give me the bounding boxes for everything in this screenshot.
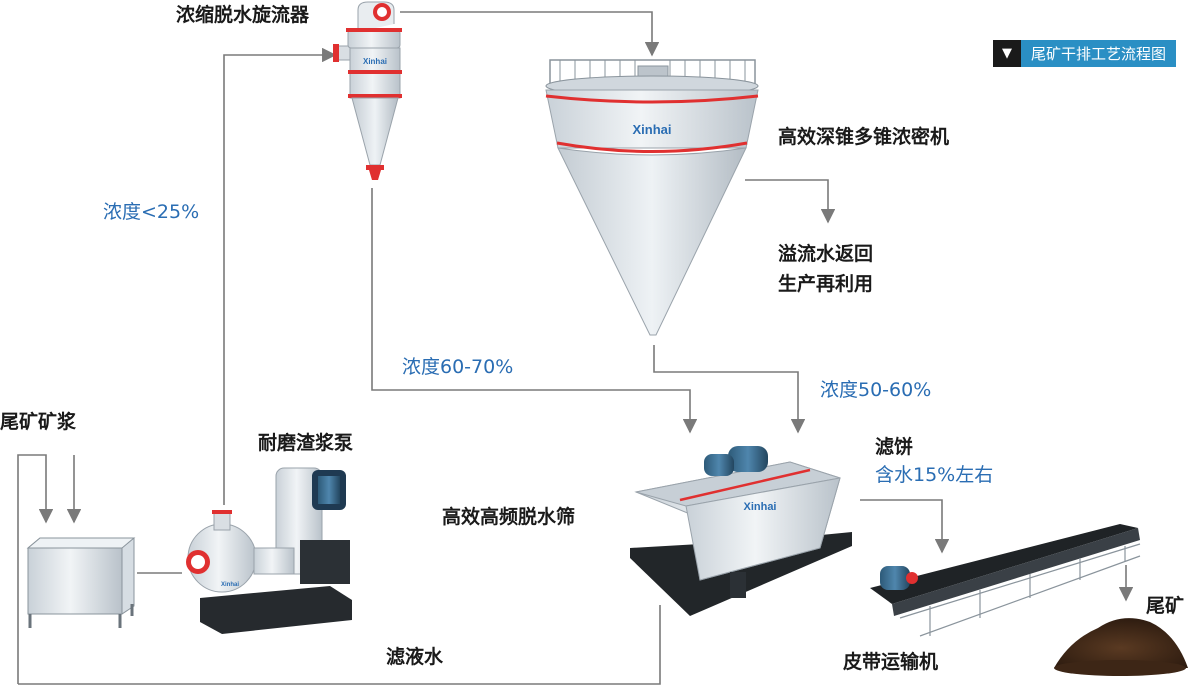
triangle-down-icon: ▼ (993, 40, 1021, 67)
label-filtrate: 滤液水 (386, 646, 444, 668)
slurry-tank-illustration (26, 537, 136, 628)
label-moisture: 含水15%左右 (875, 464, 994, 486)
belt-conveyor-illustration (870, 524, 1141, 637)
label-concentration-50-60: 浓度50-60% (820, 379, 932, 401)
flow-slurry-input-1 (17, 454, 54, 684)
thickener-brand: Xinhai (632, 122, 671, 137)
label-thickener: 高效深锥多锥浓密机 (778, 126, 950, 148)
label-belt-conveyor: 皮带运输机 (843, 651, 939, 673)
diagram-title: 尾矿干排工艺流程图 (1021, 40, 1177, 67)
label-cyclone: 浓缩脱水旋流器 (176, 4, 310, 26)
slurry-pump-illustration: Xinhai (186, 467, 352, 634)
flow-screen-to-conveyor (860, 499, 950, 554)
label-tailings: 尾矿 (1146, 595, 1185, 617)
flow-thickener-overflow (745, 179, 836, 224)
dewatering-screen-illustration: Xinhai (630, 446, 852, 616)
flow-filtrate-return (18, 605, 661, 685)
svg-text:Xinhai: Xinhai (363, 57, 387, 66)
label-concentration-lt25: 浓度<25% (103, 201, 200, 223)
label-slurry-pump: 耐磨渣浆泵 (258, 432, 354, 454)
tailings-pile-illustration (1054, 618, 1188, 676)
thickener-illustration: Xinhai (545, 59, 759, 336)
hydrocyclone-illustration: Xinhai (333, 1, 402, 180)
label-filter-cake: 滤饼 (875, 436, 914, 458)
svg-text:Xinhai: Xinhai (743, 501, 776, 513)
flow-pump-to-cyclone (223, 47, 337, 505)
svg-text:Xinhai: Xinhai (221, 582, 239, 588)
label-concentration-60-70: 浓度60-70% (402, 356, 514, 378)
label-tailings-slurry: 尾矿矿浆 (0, 411, 77, 433)
flow-cyclone-to-screen (371, 188, 698, 434)
flow-lines (17, 11, 1134, 685)
diagram-title-badge: ▼ 尾矿干排工艺流程图 (993, 40, 1177, 67)
flow-cyclone-to-thickener (400, 11, 660, 57)
label-overflow-line1: 溢流水返回 (778, 243, 874, 265)
label-overflow-line2: 生产再利用 (778, 273, 874, 295)
flow-thickener-to-screen (653, 345, 806, 434)
label-dewatering-screen: 高效高频脱水筛 (442, 506, 576, 528)
